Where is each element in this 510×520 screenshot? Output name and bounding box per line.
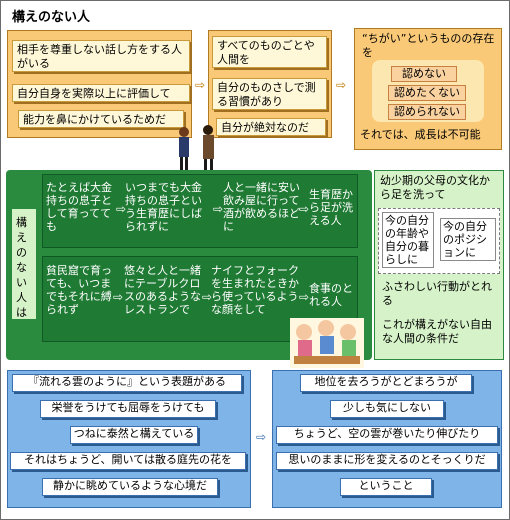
middle-row1-cell-3: 人と一緒に安い飲み屋に行って酒が飲めるほどに	[223, 181, 300, 233]
middle-vertical-label: 構えのない人は	[16, 216, 27, 319]
bottom-right-box-4: 思いのままに形を変えるのとそっくりだ	[276, 452, 498, 470]
middle-right-bottom: これが構えがない自由な人間の条件だ	[382, 318, 492, 345]
arrow-right-icon: ⇨	[113, 290, 124, 304]
middle-row2-cell-4: 食事のとれる人	[309, 282, 353, 308]
arrow-right-icon: ⇨	[299, 202, 310, 216]
bottom-right-box-1: 地位を去ろうがとどまろうが	[300, 374, 472, 392]
middle-vertical-label-box	[11, 208, 37, 320]
arrow-right-icon: ⇨	[116, 202, 127, 216]
arrow-right-icon: ⇨	[202, 290, 213, 304]
middle-row2-cell-3: ナイフとフォークを生まれたときから使っているような顔をして	[211, 264, 299, 316]
people-illustration	[179, 125, 214, 179]
middle-right-dashed-box	[378, 208, 500, 274]
bottom-left-box-4: それはちょうど、開いては散る庭先の花を	[10, 452, 246, 470]
bottom-left-box-3: つねに泰然と構えている	[70, 426, 198, 444]
top-col2-box-1: すべてのものごとや人間を	[212, 36, 327, 68]
dinner-illustration	[290, 318, 364, 368]
page-title: 構えのない人	[12, 10, 91, 25]
middle-right-inner-1: 今の自分の年齢や自分の暮らしに	[382, 212, 434, 268]
middle-right-top: 幼少期の父母の文化から足を洗って	[380, 174, 490, 201]
arrow-right-icon: ⇨	[213, 202, 224, 216]
arrow-right-icon: ⇨	[299, 290, 310, 304]
arrow-right-icon: ⇨	[256, 430, 267, 444]
middle-row2-cell-1: 貧民窟で育っても、いつまでもそれに縛られず	[46, 264, 112, 316]
bottom-left-box-5: 静かに眺めているような心境だ	[42, 478, 218, 496]
middle-row2-cell-2: 悠々と人と一緒にテーブルクロスのあるようなレストランで	[124, 264, 201, 316]
top-col3-item-1: 認めない	[391, 66, 457, 82]
top-col3-item-3: 認められない	[388, 104, 466, 120]
middle-right-mid: ふさわしい行動がとれる	[382, 280, 492, 307]
bottom-right-box-2: 少しも気にしない	[330, 400, 444, 418]
bottom-left-box-2: 栄誉をうけても屈辱をうけても	[40, 400, 216, 418]
middle-row1-cell-1: たとえば大金持ちの息子として育ってても	[46, 181, 112, 233]
bottom-right-box-3: ちょうど、空の雲が巻いたり伸びたり	[276, 426, 498, 444]
arrow-right-icon: ⇨	[195, 78, 206, 92]
top-col1-box-3: 能力を鼻にかけているためだ	[18, 110, 184, 128]
top-col1-box-1: 相手を尊重しない話し方をする人がいる	[12, 40, 190, 72]
top-col3-footer: それでは、成長は不可能	[360, 128, 481, 141]
top-col2-box-3: 自分が絶対なのだ	[216, 118, 326, 136]
middle-row1-cell-4: 生育歴から足が洗える人	[309, 188, 353, 227]
bottom-right-box-5: ということ	[340, 478, 432, 496]
top-col3-item-2: 認めたくない	[388, 85, 466, 101]
top-col2-box-2: 自分のものさしで測る習慣があり	[212, 78, 327, 110]
middle-row1-bg	[42, 174, 358, 248]
top-col3-header: “ちがい”というものの存在を	[362, 32, 495, 59]
top-col1-box-2: 自分自身を実際以上に評価して	[12, 84, 190, 102]
middle-row2-bg	[42, 256, 358, 342]
bottom-left-box-1: 『流れる雲のように』という表題がある	[12, 374, 242, 392]
middle-right-inner-2: 今の自分のポジションに	[440, 218, 496, 261]
arrow-right-icon: ⇨	[336, 78, 347, 92]
middle-row1-cell-2: いつまでも大金持ちの息子という生育歴にしばられずに	[125, 181, 202, 233]
